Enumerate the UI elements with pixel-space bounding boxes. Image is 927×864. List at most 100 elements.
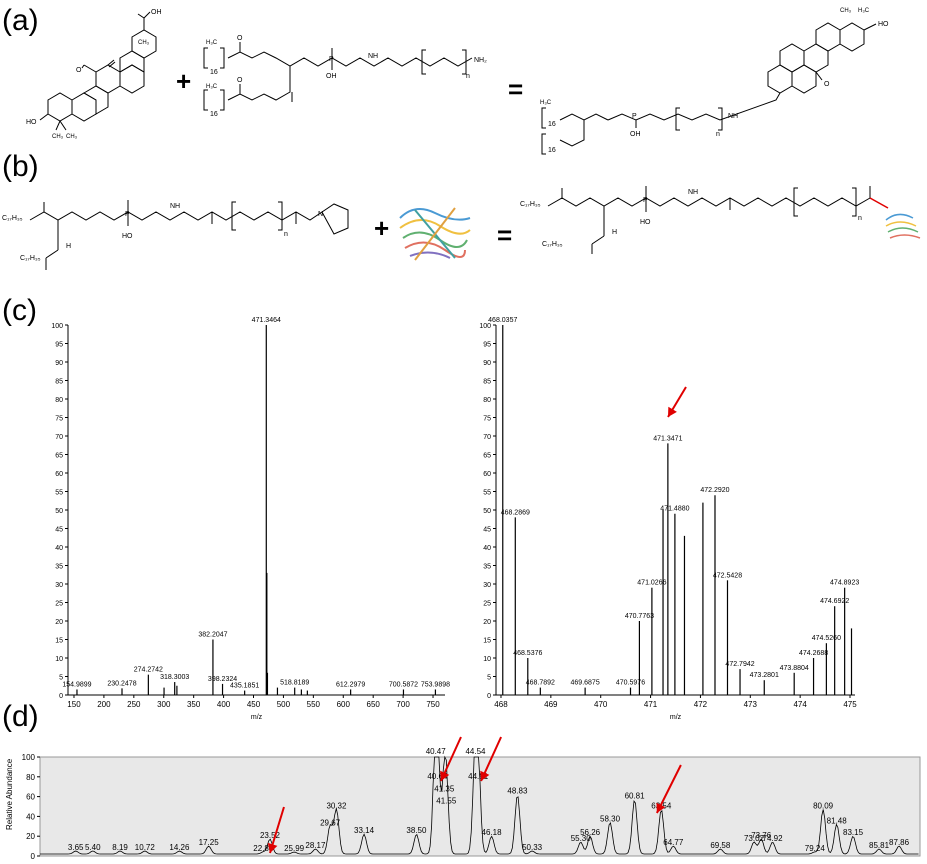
carboxyl-oh-label-a1: OH — [151, 9, 162, 16]
peak-label: 474.8923 — [830, 580, 859, 587]
conjugate-structure-b: C₁₇H₃₅ C₁₇H₃₅ H P HO NH n — [520, 186, 921, 254]
ch3-label-a1a: CH₃ — [52, 134, 64, 140]
product-oh-label: OH — [630, 131, 641, 138]
plot-background — [39, 756, 921, 857]
peak-label: 473.8804 — [780, 665, 809, 672]
peak-label: 74.92 — [763, 834, 784, 843]
y-tick-label: 50 — [483, 508, 491, 515]
c17h35-label-b4: C₁₇H₃₅ — [542, 241, 563, 248]
y-tick-label: 0 — [59, 693, 63, 700]
x-tick-label: 470 — [594, 700, 608, 709]
product-h3c-label: H₃C — [858, 8, 870, 14]
peak-label: 50.33 — [522, 843, 543, 852]
y-tick-label: 50 — [55, 508, 63, 515]
peak-label: 69.58 — [710, 841, 731, 850]
peak-label: 10.72 — [135, 843, 156, 852]
keto-o-label-a1: O — [76, 67, 82, 74]
peak-label: 474.2688 — [799, 650, 828, 657]
y-tick-label: 0 — [487, 693, 491, 700]
peak-label: 40.64 — [427, 772, 448, 781]
p-label-b: P — [125, 211, 130, 218]
x-axis-label: m/z — [251, 714, 263, 721]
y-tick-label: 100 — [22, 753, 36, 762]
y-tick-label: 35 — [483, 564, 491, 571]
peak-label: 81.48 — [827, 816, 848, 825]
y-tick-label: 75 — [55, 416, 63, 423]
h3c-label-1: H₃C — [206, 40, 218, 46]
highlight-arrow-2-head — [480, 770, 490, 781]
highlight-arrow-1-head — [440, 770, 450, 781]
y-tick-label: 5 — [487, 675, 491, 682]
y-tick-label: 0 — [31, 852, 36, 861]
peak-label: 60.81 — [625, 792, 646, 801]
peak-label: 435.1851 — [230, 683, 259, 690]
y-tick-label: 20 — [55, 619, 63, 626]
y-tick-label: 95 — [55, 342, 63, 349]
y-tick-label: 10 — [483, 656, 491, 663]
peak-label: 154.9899 — [62, 681, 91, 688]
n-sub-label-b2: n — [858, 215, 862, 222]
product-ho-label: HO — [878, 21, 889, 28]
ch3-label-a1c: CH₃ — [138, 40, 150, 46]
y-tick-label: 30 — [55, 582, 63, 589]
y-tick-label: 40 — [55, 545, 63, 552]
peak-label: 30.32 — [326, 801, 347, 810]
x-tick-label: 400 — [217, 700, 231, 709]
y-tick-label: 10 — [55, 656, 63, 663]
y-tick-label: 5 — [59, 675, 63, 682]
mass-spectrum-zoom: 0510152025303540455055606570758085909510… — [479, 317, 859, 721]
y-tick-label: 75 — [483, 416, 491, 423]
equals-operator-a: = — [508, 74, 524, 104]
x-tick-label: 350 — [187, 700, 201, 709]
y-tick-label: 60 — [55, 471, 63, 478]
x-tick-label: 468 — [494, 700, 508, 709]
ch3-label-a1b: CH₃ — [66, 134, 78, 140]
c17h35-label-b1: C₁₇H₃₅ — [2, 215, 23, 222]
y-tick-label: 40 — [483, 545, 491, 552]
peak-label: 8.19 — [112, 843, 128, 852]
peak-label: 274.2742 — [134, 667, 163, 674]
x-tick-label: 473 — [744, 700, 758, 709]
phosphorus-label: P — [329, 56, 334, 63]
y-tick-label: 45 — [483, 527, 491, 534]
x-tick-label: 475 — [843, 700, 857, 709]
panel-label-c: (c) — [2, 294, 37, 327]
peak-label: 472.7942 — [725, 661, 754, 668]
highlight-arrow-4-head — [656, 802, 666, 813]
product-p-label: P — [632, 113, 637, 120]
peak-label: 318.3003 — [160, 674, 189, 681]
peak-label: 41.35 — [434, 785, 455, 794]
y-tick-label: 60 — [26, 793, 35, 802]
peak-label: 40.47 — [426, 747, 447, 756]
peak-label: 468.2869 — [501, 509, 530, 516]
y-tick-label: 35 — [55, 564, 63, 571]
y-tick-label: 95 — [483, 342, 491, 349]
peak-label: 468.5376 — [513, 650, 542, 657]
h3c-label-2: H₃C — [206, 84, 218, 90]
peak-label: 73.02 — [744, 834, 765, 843]
y-tick-label: 85 — [55, 379, 63, 386]
chain-sixteen-label-2: 16 — [210, 111, 218, 118]
peak-label: 474.6922 — [820, 598, 849, 605]
triterpenoid-structure-a1: HO OH O CH₃ CH₃ CH₃ — [26, 9, 162, 140]
peak-label: 28.17 — [305, 841, 326, 850]
product-nh-label: NH — [728, 113, 738, 120]
x-tick-label: 471 — [644, 700, 658, 709]
highlight-arrow-head — [668, 406, 677, 417]
peak-label: 473.2801 — [750, 672, 779, 679]
peak-label: 471.3471 — [653, 435, 682, 442]
y-tick-label: 90 — [483, 360, 491, 367]
nh-label-b2: NH — [688, 189, 698, 196]
peak-label: 85.81 — [869, 841, 890, 850]
peak-label: 3.65 — [68, 843, 84, 852]
peak-label: 55.30 — [571, 834, 592, 843]
x-tick-label: 500 — [277, 700, 291, 709]
y-tick-label: 20 — [483, 619, 491, 626]
chain-sixteen-label-1: 16 — [210, 69, 218, 76]
ho-label-b2: HO — [640, 219, 651, 226]
x-tick-label: 250 — [127, 700, 141, 709]
equals-operator-b: = — [497, 220, 513, 250]
peak-label: 44.81 — [468, 772, 489, 781]
peak-label: 468.0357 — [488, 317, 517, 324]
peak-label: 471.4880 — [660, 506, 689, 513]
